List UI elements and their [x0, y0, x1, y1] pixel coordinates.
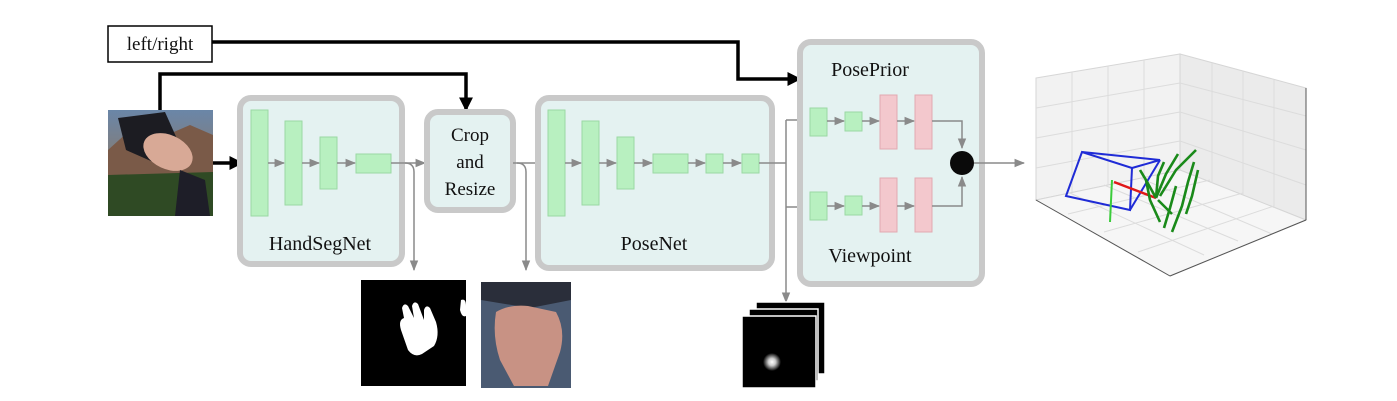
crop-resize-module: Crop and Resize	[424, 109, 516, 213]
crop-label-line3: Resize	[445, 179, 496, 200]
viewpoint-fc-1	[879, 177, 898, 233]
hand-mask-image	[361, 280, 466, 386]
handsegnet-module: HandSegNet	[237, 95, 405, 267]
posenet-layer-6	[741, 153, 760, 174]
viewpoint-layer-1	[809, 191, 828, 221]
viewpoint-layer-2	[844, 195, 863, 216]
handsegnet-layer-2	[284, 120, 303, 206]
handsegnet-output-arrows	[391, 158, 427, 272]
crop-label-line1: Crop	[451, 125, 489, 146]
poseprior-label: PosePrior	[831, 59, 909, 81]
score-maps-stack	[741, 301, 826, 389]
image-to-crop-arrow	[158, 72, 473, 112]
cropped-hand-image	[481, 282, 571, 388]
input-image	[108, 110, 213, 216]
handsegnet-layer-1	[250, 109, 269, 217]
left-right-label: left/right	[127, 34, 194, 55]
handsegnet-layer-3	[319, 136, 338, 190]
crop-label-line2: and	[456, 152, 484, 173]
viewpoint-label: Viewpoint	[828, 245, 912, 267]
poseprior-viewpoint-module: PosePrior Viewpoint	[797, 39, 985, 287]
posenet-layer-4	[652, 153, 689, 174]
handsegnet-layer-4	[355, 153, 392, 174]
merge-node	[950, 151, 974, 175]
posenet-layer-5	[705, 153, 724, 174]
viewpoint-fc-2	[914, 177, 933, 233]
left-right-flag-arrow	[212, 40, 802, 86]
poseprior-layer-2	[844, 111, 863, 132]
handsegnet-label: HandSegNet	[269, 233, 372, 255]
poseprior-fc-2	[914, 94, 933, 150]
3d-pose-plot	[1034, 53, 1308, 277]
posenet-module: PoseNet	[535, 95, 775, 271]
posenet-layer-1	[547, 109, 566, 217]
posenet-layer-2	[581, 120, 600, 206]
poseprior-layer-1	[809, 107, 828, 137]
posenet-layer-3	[616, 136, 635, 190]
posenet-label: PoseNet	[621, 233, 688, 255]
left-right-input-box: left/right	[107, 25, 213, 63]
poseprior-fc-1	[879, 94, 898, 150]
